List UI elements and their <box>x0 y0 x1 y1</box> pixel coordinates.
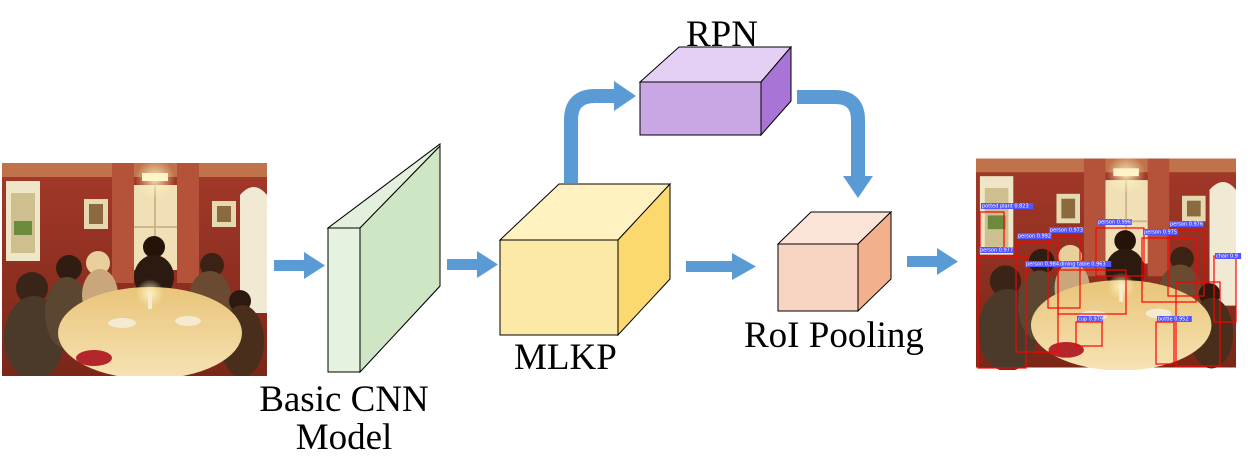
arrow-rpn-to-roi <box>797 90 873 198</box>
detection-label-bg <box>1097 219 1132 225</box>
detection-label: person 0.996 <box>1098 220 1131 226</box>
detection-label: person 0.975 <box>1144 230 1177 236</box>
basic-cnn-label-line1: Basic CNN <box>259 379 429 420</box>
mlkp-label: MLKP <box>514 337 617 378</box>
arrow-mlkp-to-rpn <box>564 81 636 183</box>
detection-label-bg <box>1169 221 1204 227</box>
basic-cnn-block <box>326 143 441 374</box>
roi-pooling-label: RoI Pooling <box>744 315 924 356</box>
detection-label: bottle 0.952 <box>1158 317 1189 323</box>
roi-pooling-block <box>776 210 893 313</box>
detection-label: potted plant 0.823 <box>982 204 1029 210</box>
detection-label: person 0.973 <box>1050 228 1083 234</box>
mlkp-block <box>498 182 672 337</box>
detection-label-bg <box>1157 316 1192 322</box>
detection-label: person 0.977 <box>980 248 1013 254</box>
detection-label: dining table 0.963 <box>1060 262 1106 268</box>
detection-label: cup 0.979 <box>1078 317 1103 323</box>
detection-label-bg <box>1049 227 1084 233</box>
rpn-block <box>638 45 793 137</box>
detection-label-bg <box>1077 316 1104 322</box>
detection-label-bg <box>1025 261 1060 267</box>
detection-label-bg <box>1059 261 1112 267</box>
detection-label-bg <box>1143 229 1178 235</box>
detection-label-bg <box>1215 253 1242 259</box>
detection-label-bg <box>979 247 1014 253</box>
detection-label-bg <box>981 203 1034 209</box>
basic-cnn-label: Basic CNN Model <box>240 381 448 457</box>
basic-cnn-label-line2: Model <box>295 417 393 458</box>
arrow-image-to-cnn <box>274 252 325 279</box>
detection-label: person 0.992 <box>1018 234 1051 240</box>
detection-label: person 0.976 <box>1170 222 1203 228</box>
rpn-label: RPN <box>686 14 758 55</box>
arrow-roi-to-output <box>907 248 958 275</box>
arrow-cnn-to-mlkp <box>447 251 498 278</box>
input-photo <box>2 163 267 376</box>
detection-label: person 0.984 <box>1026 262 1059 268</box>
detection-label-bg <box>1017 233 1052 239</box>
arrow-mlkp-to-roi <box>686 253 756 280</box>
detection-label: chair 0.9 <box>1216 254 1238 260</box>
